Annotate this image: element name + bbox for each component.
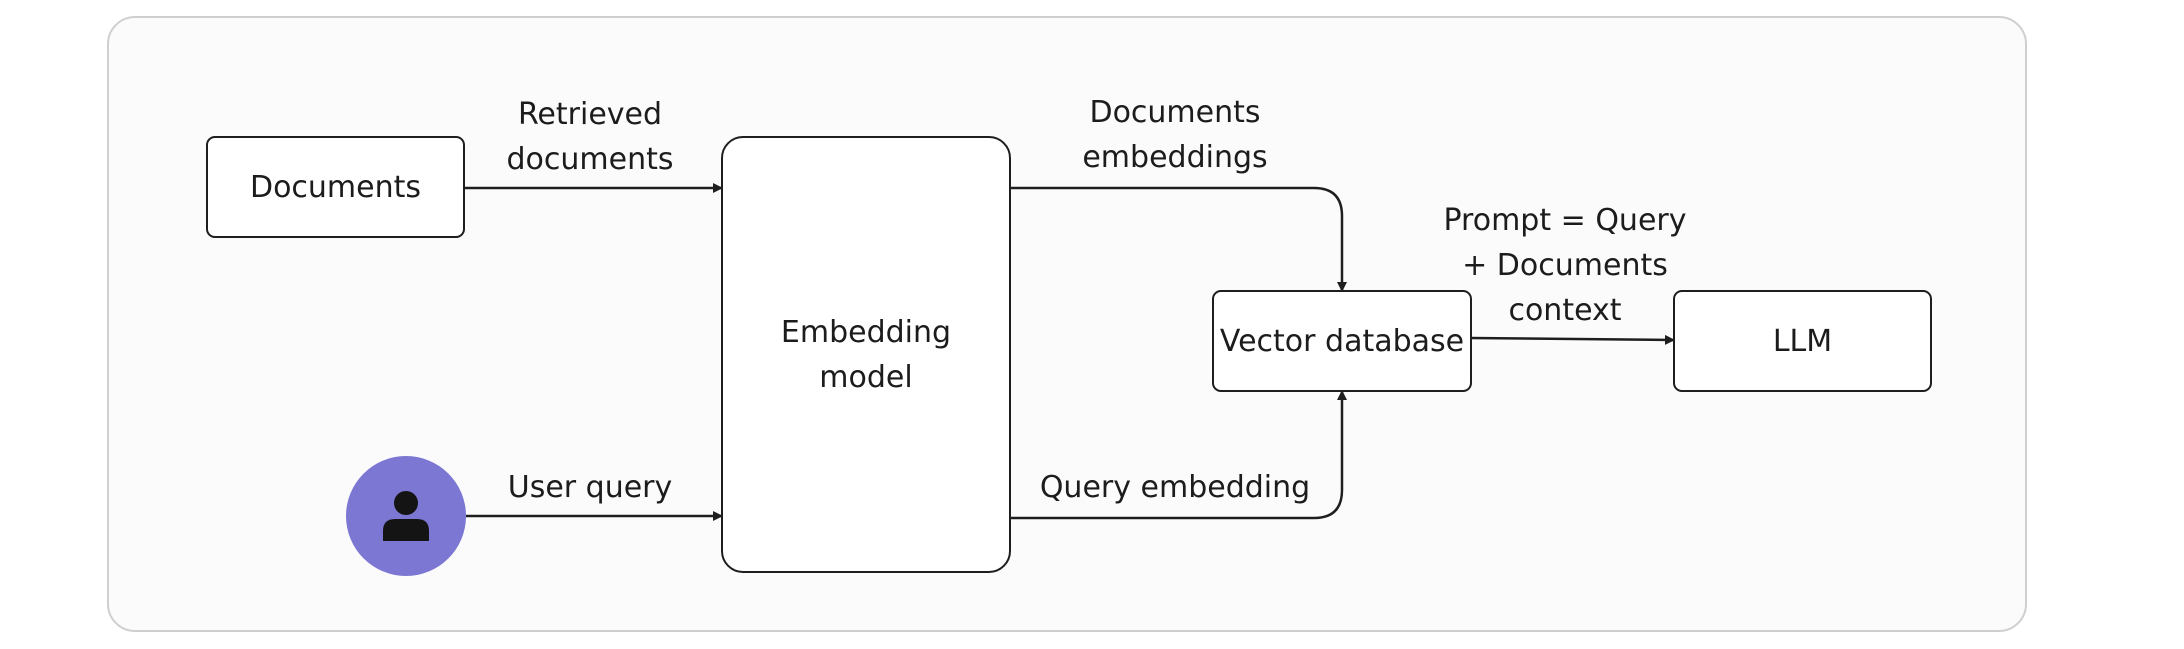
edge-query-embedding-to-vector: [1010, 390, 1347, 520]
user-avatar: [346, 456, 466, 576]
llm-node: LLM: [1673, 290, 1932, 392]
edge-label-retrieved-documents: Retrieved documents: [506, 97, 674, 177]
vector-database-node-label: Vector database: [1219, 323, 1465, 359]
edge-docs-embeddings-to-vector: [1010, 186, 1347, 292]
edge-label-prompt: Prompt = Query + Documents context: [1443, 203, 1687, 328]
embedding-model-node-label: Embedding model: [780, 314, 952, 395]
edge-label-query-embedding: Query embedding: [1039, 470, 1311, 505]
edge-vector-to-llm: [1469, 334, 1675, 345]
edge-label-user-query: User query: [507, 470, 673, 505]
documents-node: Documents: [206, 136, 465, 238]
vector-database-node: Vector database: [1212, 290, 1472, 392]
user-icon: [383, 491, 429, 541]
llm-node-label: LLM: [1772, 323, 1833, 359]
embedding-model-node: Embedding model: [721, 136, 1011, 573]
documents-node-label: Documents: [249, 169, 422, 205]
edge-label-documents-embeddings: Documents embeddings: [1082, 95, 1268, 175]
